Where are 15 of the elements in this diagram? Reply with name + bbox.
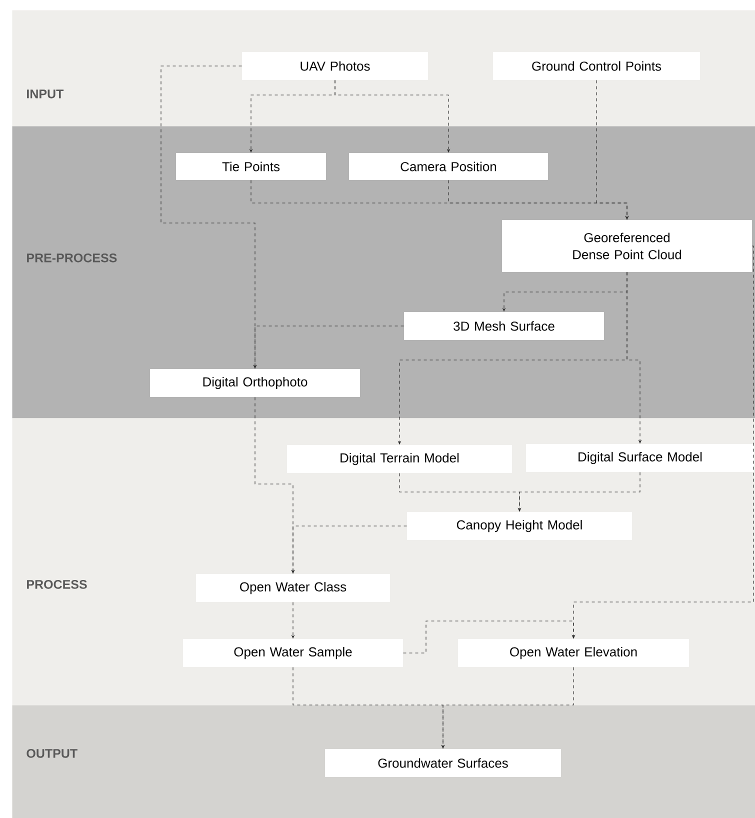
process-box: Groundwater Surfaces xyxy=(325,749,561,777)
process-box: Digital Surface Model xyxy=(526,444,754,472)
process-box: Open Water Elevation xyxy=(458,639,689,667)
arrow xyxy=(402,620,576,654)
process-box: Camera Position xyxy=(349,153,548,180)
process-box: 3D Mesh Surface xyxy=(404,312,604,340)
process-box: Canopy Height Model xyxy=(407,512,632,540)
process-box: Digital Terrain Model xyxy=(287,445,512,473)
process-box: Digital Orthophoto xyxy=(150,369,360,397)
process-box: Tie Points xyxy=(176,153,326,180)
process-box: Ground Control Points xyxy=(493,52,700,80)
process-box: Georeferenced Dense Point Cloud xyxy=(502,220,752,272)
process-box: UAV Photos xyxy=(242,52,428,80)
process-box: Open Water Sample xyxy=(183,639,403,667)
process-box: Open Water Class xyxy=(196,574,390,602)
